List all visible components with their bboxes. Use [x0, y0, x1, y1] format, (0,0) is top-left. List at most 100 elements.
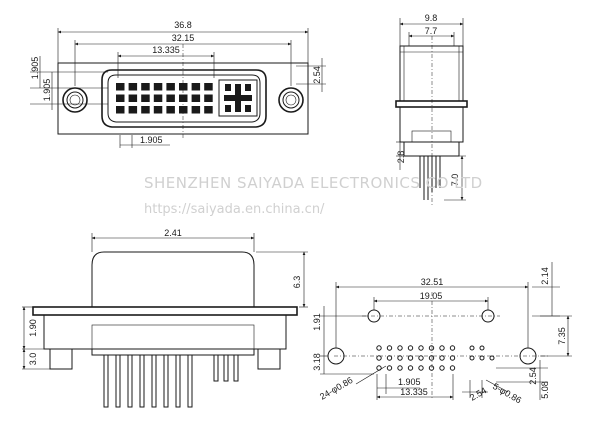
side-view: 9.8 7.7 2.8 7.0 — [395, 13, 468, 205]
dim-fp-left-low: 3.18 — [312, 353, 322, 371]
front-mount-hole-right — [278, 87, 304, 113]
dim-fp-right-b: 5.08 — [540, 381, 550, 399]
front-pin-contact — [128, 94, 138, 102]
dim-row-pitch-left-2: 1.905 — [42, 79, 52, 102]
label-fp-hole-aux: 5-φ0.86 — [491, 381, 523, 405]
bottom-pin-short — [223, 354, 229, 382]
dim-side-bottom-a: 2.8 — [396, 151, 406, 164]
front-pin-contact — [116, 106, 125, 114]
dim-fp-overall: 32.51 — [421, 277, 444, 287]
front-view: 36.8 32.15 13.335 1.905 1.905 1.905 2.54 — [30, 20, 326, 148]
bottom-flange — [32, 306, 298, 316]
bottom-pin-short — [213, 354, 219, 382]
footprint-pin-hole — [439, 345, 445, 351]
bottom-pin — [163, 354, 169, 408]
footprint-pin-holes — [376, 345, 495, 371]
footprint-pin-hole — [407, 355, 414, 361]
dim-fp-top-offset: 2.14 — [540, 267, 550, 285]
front-pin-contact — [191, 106, 201, 114]
footprint-pin-hole — [397, 345, 403, 351]
footprint-pin-hole — [439, 365, 445, 371]
footprint-aux-hole — [469, 345, 475, 351]
watermark-company: SHENZHEN SAIYADA ELECTRONICS CO LTD — [144, 174, 483, 192]
dim-fp-left-top: 1.91 — [312, 313, 322, 331]
footprint-pin-hole — [428, 355, 435, 361]
dim-fp-right-a: 2.54 — [528, 367, 538, 385]
front-dshell-inner — [107, 74, 261, 123]
bottom-pin — [115, 354, 121, 408]
dim-right-height: 2.54 — [312, 66, 322, 84]
footprint-pin-hole — [449, 355, 456, 361]
footprint-pin-hole — [449, 345, 456, 351]
bottom-pin — [187, 354, 193, 408]
bottom-pin — [139, 354, 145, 408]
footprint-pin-hole — [418, 365, 424, 371]
dim-fp-pitch-b: 2.54 — [468, 385, 488, 402]
footprint-pin-hole — [376, 345, 382, 351]
bottom-pin — [103, 354, 109, 408]
front-pin-contact — [166, 83, 175, 91]
front-pin-contact — [191, 94, 201, 102]
bottom-pin — [175, 354, 181, 408]
front-pin-contact — [153, 106, 163, 114]
dim-side-width: 9.8 — [425, 13, 438, 23]
footprint-pin-hole — [439, 355, 445, 361]
front-pin-contact — [166, 106, 175, 114]
front-pin-contact — [204, 83, 213, 91]
dim-body-height: 1.90 — [28, 319, 38, 337]
dim-pin-field-width: 13.335 — [152, 45, 180, 55]
dim-row-pitch-left: 1.905 — [30, 57, 40, 80]
side-body — [399, 106, 464, 143]
front-pin-contact — [204, 106, 213, 114]
dim-shell-height: 6.3 — [292, 276, 302, 289]
footprint-pin-hole — [386, 365, 393, 371]
dim-fp-right-height: 7.35 — [557, 327, 567, 345]
dim-lower-height: 3.0 — [28, 353, 38, 366]
front-pin-contact — [153, 83, 163, 91]
front-pin-contact — [128, 106, 138, 114]
bottom-pin — [127, 354, 133, 408]
front-pin-contact — [141, 106, 150, 114]
bottom-pin — [151, 354, 157, 408]
footprint-view: 32.51 19.05 2.14 1.91 3.18 7.35 1.905 13… — [312, 262, 572, 405]
bottom-right-post — [257, 348, 281, 370]
footprint-aux-hole — [479, 355, 485, 361]
front-pin-contact — [191, 83, 201, 91]
front-cross-contacts — [218, 79, 258, 117]
front-pin-contact — [128, 83, 138, 91]
front-pin-contact — [116, 94, 125, 102]
bottom-pins — [103, 354, 239, 408]
front-pin-contact — [166, 94, 175, 102]
front-pin-contact — [141, 83, 150, 91]
footprint-aux-hole — [469, 355, 475, 361]
dim-shell-width: 2.41 — [164, 228, 182, 238]
front-pin-contact — [153, 94, 163, 102]
side-flange — [395, 100, 468, 108]
footprint-pin-hole — [407, 365, 414, 371]
dim-fp-pin-span: 13.335 — [400, 387, 428, 397]
dim-side-inner-width: 7.7 — [425, 26, 438, 36]
dim-flange-span: 32.15 — [172, 33, 195, 43]
side-base — [403, 141, 460, 157]
footprint-pin-hole — [386, 355, 393, 361]
footprint-pin-hole — [407, 345, 414, 351]
front-pin-contact — [141, 94, 150, 102]
footprint-pin-hole — [418, 355, 424, 361]
dim-pin-pitch-bottom: 1.905 — [140, 135, 163, 145]
bottom-pin-short — [233, 354, 239, 382]
side-shell — [399, 45, 464, 102]
dim-side-bottom-b: 7.0 — [450, 174, 460, 187]
dim-fp-pitch: 1.905 — [398, 377, 421, 387]
bottom-left-post — [49, 348, 73, 370]
footprint-pin-hole — [397, 355, 403, 361]
front-mount-hole-left — [62, 87, 88, 113]
front-pin-field — [116, 83, 213, 114]
footprint-pin-hole — [428, 365, 435, 371]
footprint-aux-hole — [489, 355, 495, 361]
label-fp-hole-main: 24-φ0.86 — [318, 375, 355, 402]
bottom-view: 2.41 6.3 1.90 3.0 — [22, 228, 308, 408]
footprint-aux-hole — [479, 345, 485, 351]
front-pin-contact — [116, 83, 125, 91]
